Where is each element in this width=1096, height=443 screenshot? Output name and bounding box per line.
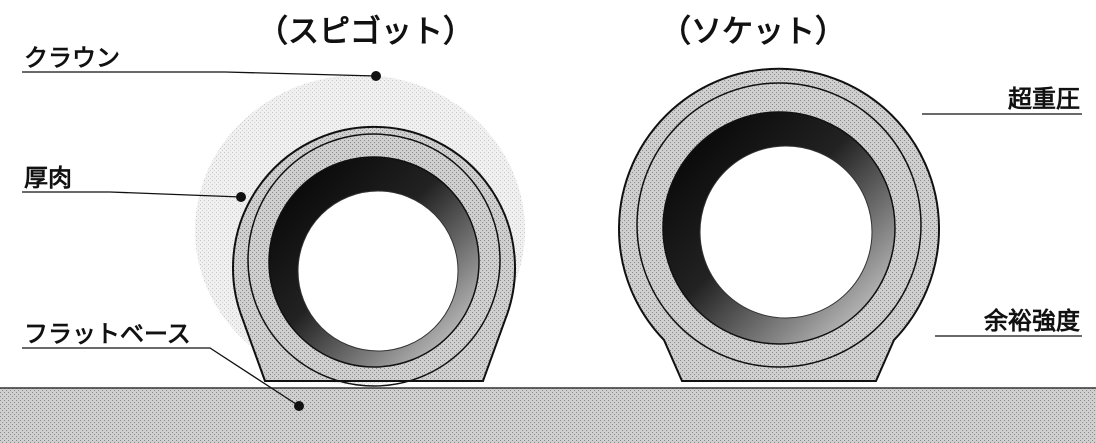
- socket-title: （ソケット）: [660, 14, 846, 50]
- spigot-pipe: [232, 71, 516, 411]
- ultra-pressure-label: 超重圧: [1008, 85, 1080, 113]
- spigot-title: （スピゴット）: [257, 14, 474, 50]
- socket-inner-ring: [636, 82, 922, 368]
- thick-leader: [22, 191, 242, 198]
- crown-leader: [22, 71, 377, 77]
- spigot-hollow: [297, 190, 459, 352]
- leader-lines: [22, 71, 1082, 407]
- flat-base-leader: [22, 347, 300, 407]
- socket-pipe: [618, 67, 940, 382]
- margin-strength-label: 余裕強度: [983, 307, 1081, 335]
- crown-label: クラウン: [24, 44, 120, 72]
- flat-base-label: フラットベース: [24, 320, 191, 348]
- spigot-inner-ring: [247, 133, 501, 387]
- thick-label: 厚肉: [24, 164, 72, 192]
- ground-strip: [0, 388, 1096, 443]
- socket-hollow: [699, 145, 873, 319]
